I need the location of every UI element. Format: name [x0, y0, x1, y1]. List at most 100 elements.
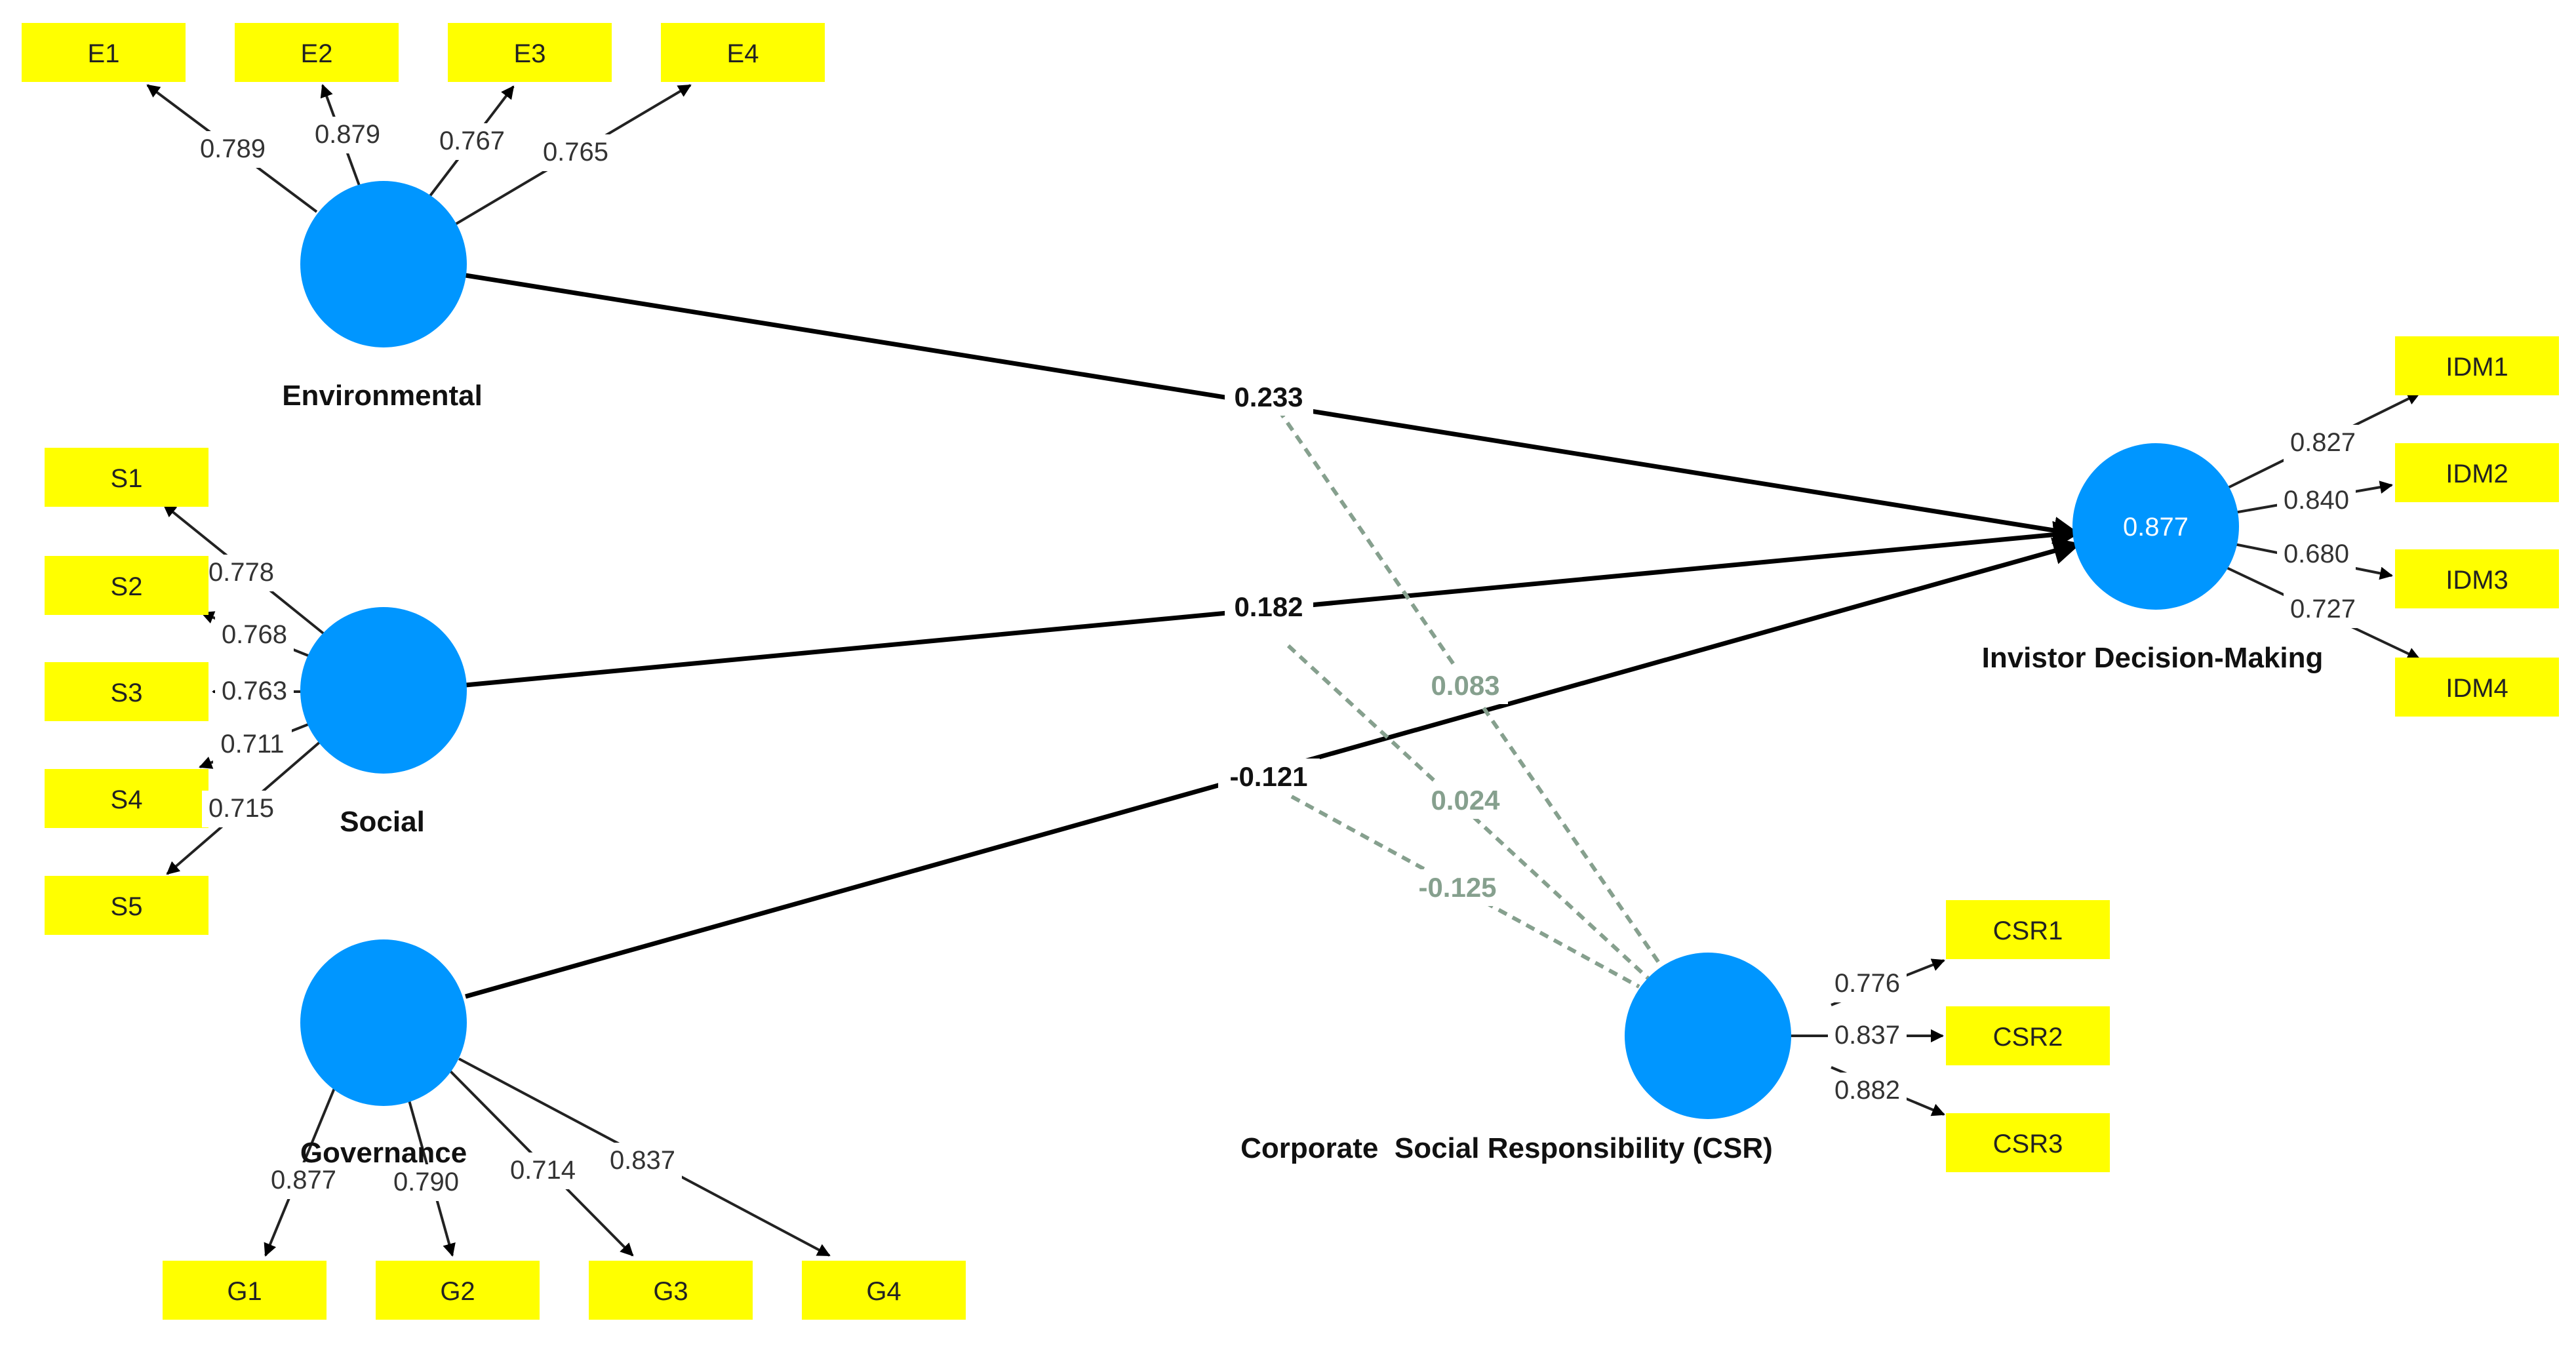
indicator-E1: E1 0.789	[22, 23, 318, 213]
indicator-CSR2: CSR2 0.837	[1790, 1006, 2110, 1065]
loading-bg	[387, 1164, 466, 1201]
loading-value-CSR3: 0.882	[1834, 1076, 1900, 1105]
construct-circle	[300, 607, 467, 774]
indicator-box	[45, 556, 208, 615]
mod-coef-bg	[1423, 667, 1508, 704]
loading-bg	[202, 791, 281, 827]
construct-environmental: Environmental	[282, 181, 483, 412]
indicator-E3: E3 0.767	[428, 23, 612, 198]
indicator-IDM4: IDM4 0.727	[2222, 564, 2559, 717]
indicator-S4: S4 0.711	[45, 723, 309, 828]
indicator-S5: S5 0.715	[45, 740, 323, 935]
indicator-label: IDM2	[2446, 460, 2508, 488]
indicator-G1: G1 0.877	[163, 1088, 343, 1320]
indicator-box	[1946, 1113, 2110, 1172]
construct-circle	[1625, 953, 1791, 1119]
loading-value-G2: 0.790	[393, 1168, 459, 1196]
indicator-CSR1: CSR1 0.776	[1828, 900, 2110, 1006]
loading-bg	[2284, 591, 2362, 628]
loading-value-S3: 0.763	[222, 677, 287, 705]
indicator-label: E4	[727, 39, 759, 68]
indicator-label: G1	[227, 1277, 262, 1306]
loading-bg	[1828, 1017, 1907, 1054]
construct-label: Governance	[300, 1137, 467, 1169]
indicator-box	[2395, 443, 2559, 502]
loading-bg	[215, 673, 294, 710]
indicator-CSR3: CSR3 0.882	[1828, 1066, 2110, 1172]
indicator-label: E2	[301, 39, 333, 68]
construct-circle	[2072, 443, 2239, 610]
mod-coef-gov: -0.125	[1418, 872, 1496, 903]
loading-bg	[2284, 425, 2362, 462]
indicator-label: S4	[111, 785, 143, 814]
moderator-line-gov	[1290, 795, 1640, 989]
construct-label: Invistor Decision-Making	[1982, 642, 2324, 674]
loading-bg	[193, 131, 272, 168]
loading-value-IDM2: 0.840	[2284, 486, 2349, 515]
loading-bg	[1828, 966, 1907, 1002]
indicator-IDM1: IDM1 0.827	[2222, 336, 2559, 492]
moderator-line-env	[1277, 408, 1671, 978]
loading-value-S1: 0.778	[208, 558, 274, 587]
mod-coef-bg	[1423, 782, 1508, 819]
loading-bg	[2277, 536, 2356, 573]
path-coef-bg	[1225, 379, 1313, 416]
construct-idm: 0.877 Invistor Decision-Making	[1982, 443, 2324, 674]
construct-label: Corporate Social Responsibility (CSR)	[1240, 1132, 1773, 1164]
path-coef-env: 0.233	[1234, 382, 1303, 412]
construct-circle	[300, 181, 467, 347]
indicator-box	[2395, 658, 2559, 717]
indicator-G4: G4 0.837	[458, 1057, 966, 1320]
indicator-box	[661, 23, 825, 82]
loading-value-IDM4: 0.727	[2290, 595, 2356, 623]
loading-value-S5: 0.715	[208, 794, 274, 823]
indicator-label: IDM3	[2446, 566, 2508, 595]
path-coef-soc: 0.182	[1234, 591, 1303, 622]
indicator-box	[45, 662, 208, 721]
indicator-box	[448, 23, 612, 82]
indicator-label: CSR2	[1993, 1023, 2063, 1052]
indicator-label: S2	[111, 572, 143, 601]
loading-value-S2: 0.768	[222, 620, 287, 649]
loading-value-IDM1: 0.827	[2290, 428, 2356, 457]
loading-value-G1: 0.877	[271, 1166, 336, 1194]
indicator-box	[1946, 1006, 2110, 1065]
indicator-E2: E2 0.879	[235, 23, 399, 186]
loading-bg	[308, 117, 387, 153]
loading-bg	[213, 726, 292, 763]
loading-bg	[202, 555, 281, 591]
path-coef-bg	[1225, 589, 1313, 625]
construct-label: Social	[340, 806, 425, 838]
mod-coef-env: 0.083	[1431, 670, 1499, 701]
indicator-label: IDM4	[2446, 674, 2508, 703]
mod-coef-soc: 0.024	[1431, 785, 1500, 816]
loading-bg	[215, 617, 294, 654]
indicator-label: S5	[111, 892, 143, 921]
indicator-box	[22, 23, 186, 82]
loading-value-G4: 0.837	[610, 1146, 675, 1175]
indicator-IDM3: IDM3 0.680	[2234, 536, 2559, 608]
path-coef-gov: -0.121	[1229, 761, 1307, 792]
indicator-label: G3	[653, 1277, 688, 1306]
loading-bg	[264, 1162, 343, 1199]
indicator-label: G2	[440, 1277, 475, 1306]
indicator-S2: S2 0.768	[45, 556, 309, 657]
indicator-G3: G3 0.714	[446, 1067, 753, 1320]
indicator-label: S1	[111, 464, 143, 493]
loading-bg	[536, 134, 615, 171]
indicator-label: CSR1	[1993, 917, 2063, 945]
loading-value-CSR1: 0.776	[1834, 969, 1900, 998]
indicator-box	[589, 1261, 753, 1320]
loading-value-E2: 0.879	[315, 120, 380, 149]
loading-value-IDM3: 0.680	[2284, 540, 2349, 568]
loading-bg	[603, 1143, 682, 1179]
loading-value-E3: 0.767	[439, 127, 505, 155]
moderator-line-soc	[1286, 644, 1654, 984]
construct-csr: Corporate Social Responsibility (CSR)	[1240, 953, 1791, 1164]
construct-circle	[300, 939, 467, 1106]
indicator-G2: G2 0.790	[376, 1097, 540, 1320]
indicator-box	[45, 448, 208, 507]
construct-governance: Governance	[300, 939, 467, 1169]
loading-bg	[1828, 1073, 1907, 1109]
indicator-label: E1	[88, 39, 120, 68]
